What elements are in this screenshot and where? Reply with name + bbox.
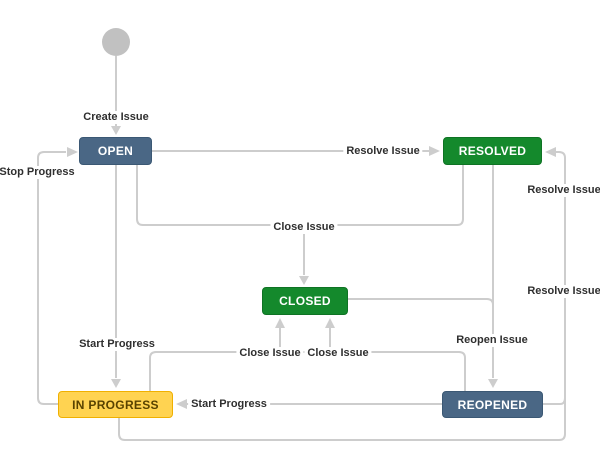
arrowhead-into-closed-bottom-left [275, 318, 285, 328]
edge-resolve-issue-right-rail [118, 151, 566, 441]
edge-reopened-to-resolve-join [543, 392, 566, 405]
arrowhead-into-open-top [111, 126, 121, 135]
transition-label-start-progress-reopened[interactable]: Start Progress [188, 398, 270, 411]
transition-label-create-issue[interactable]: Create Issue [80, 111, 152, 124]
status-node-reopened[interactable]: REOPENED [442, 391, 543, 418]
arrowhead-into-reopened-top [488, 379, 498, 388]
edge-close-issue-rail-top [136, 165, 464, 226]
edge-closed-to-reopen-join [348, 298, 494, 306]
arrowhead-into-inprogress-top [111, 379, 121, 388]
transition-label-close-issue-inprogress[interactable]: Close Issue [236, 347, 304, 360]
status-node-open[interactable]: OPEN [79, 137, 152, 165]
transition-label-close-issue-top[interactable]: Close Issue [270, 221, 338, 234]
arrowhead-into-resolved-right [545, 147, 556, 157]
transition-label-reopen-issue[interactable]: Reopen Issue [453, 334, 531, 347]
transition-label-resolve-issue-inprogress[interactable]: Resolve Issue [524, 285, 600, 298]
status-node-in-progress[interactable]: IN PROGRESS [58, 391, 173, 418]
arrowhead-into-resolved-left [429, 146, 440, 156]
arrowhead-into-closed-top [299, 276, 309, 285]
status-node-closed[interactable]: CLOSED [262, 287, 348, 315]
arrowhead-into-inprogress-right [176, 399, 187, 409]
start-point-circle [102, 28, 130, 56]
status-node-resolved[interactable]: RESOLVED [443, 137, 542, 165]
transition-label-resolve-issue-open[interactable]: Resolve Issue [343, 145, 423, 158]
transition-label-close-issue-reopened[interactable]: Close Issue [304, 347, 372, 360]
transition-label-stop-progress[interactable]: Stop Progress [0, 166, 78, 179]
arrowhead-into-open-left [67, 147, 78, 157]
transition-label-resolve-issue-reopened[interactable]: Resolve Issue [524, 184, 600, 197]
edge-stop-progress [37, 151, 66, 405]
transition-label-start-progress-open[interactable]: Start Progress [76, 338, 158, 351]
arrowhead-into-closed-bottom-right [325, 318, 335, 328]
